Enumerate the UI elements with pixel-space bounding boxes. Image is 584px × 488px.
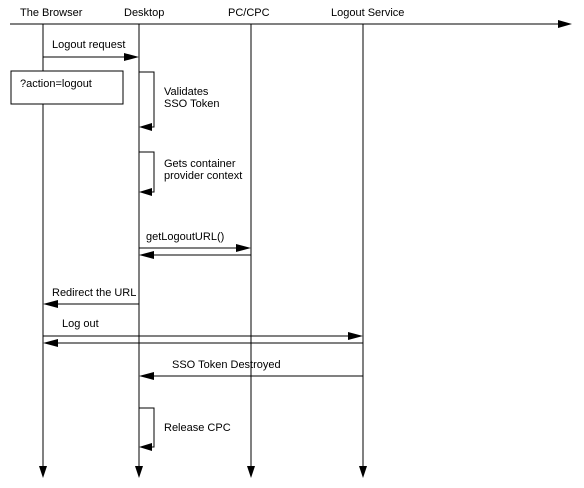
note-action-logout-box: [10, 70, 124, 105]
msg-log-out-label: Log out: [62, 318, 99, 330]
self-call-release-cpc-label: Release CPC: [164, 422, 231, 434]
msg-logout-request-arrowhead: [124, 53, 139, 61]
msg-sso-destroyed-arrowhead: [139, 372, 154, 380]
self-call-release-cpc-arrowhead: [139, 443, 152, 451]
msg-get-logout-url-return-arrowhead: [139, 251, 154, 259]
lifeline-logout-service-arrowhead: [359, 466, 367, 478]
participant-pccpc: PC/CPC: [228, 7, 270, 19]
msg-get-logout-url-arrowhead: [236, 244, 251, 252]
note-action-logout-text: ?action=logout: [20, 78, 92, 90]
lifeline-browser-arrowhead: [39, 466, 47, 478]
msg-redirect-arrowhead: [43, 300, 58, 308]
self-call-validates-line2: SSO Token: [164, 98, 219, 110]
participant-logout-service: Logout Service: [331, 7, 404, 19]
participant-browser: The Browser: [20, 7, 83, 19]
lifeline-desktop-arrowhead: [135, 466, 143, 478]
participant-desktop: Desktop: [124, 7, 164, 19]
top-axis-arrowhead: [558, 20, 572, 28]
self-call-validates-line1: Validates: [164, 86, 209, 98]
self-call-gets-context-line2: provider context: [164, 170, 242, 182]
msg-sso-destroyed-label: SSO Token Destroyed: [172, 359, 281, 371]
msg-logout-request-label: Logout request: [52, 39, 125, 51]
self-call-gets-context-line1: Gets container: [164, 158, 236, 170]
self-call-validates: [139, 71, 155, 128]
lifeline-pccpc-arrowhead: [247, 466, 255, 478]
self-call-gets-context: [139, 151, 155, 193]
self-call-gets-context-arrowhead: [139, 188, 152, 196]
self-call-validates-arrowhead: [139, 123, 152, 131]
msg-get-logout-url-label: getLogoutURL(): [146, 231, 224, 243]
msg-redirect-label: Redirect the URL: [52, 287, 136, 299]
self-call-release-cpc: [139, 407, 155, 448]
msg-log-out-return-arrowhead: [43, 339, 58, 347]
msg-log-out-arrowhead: [348, 332, 363, 340]
